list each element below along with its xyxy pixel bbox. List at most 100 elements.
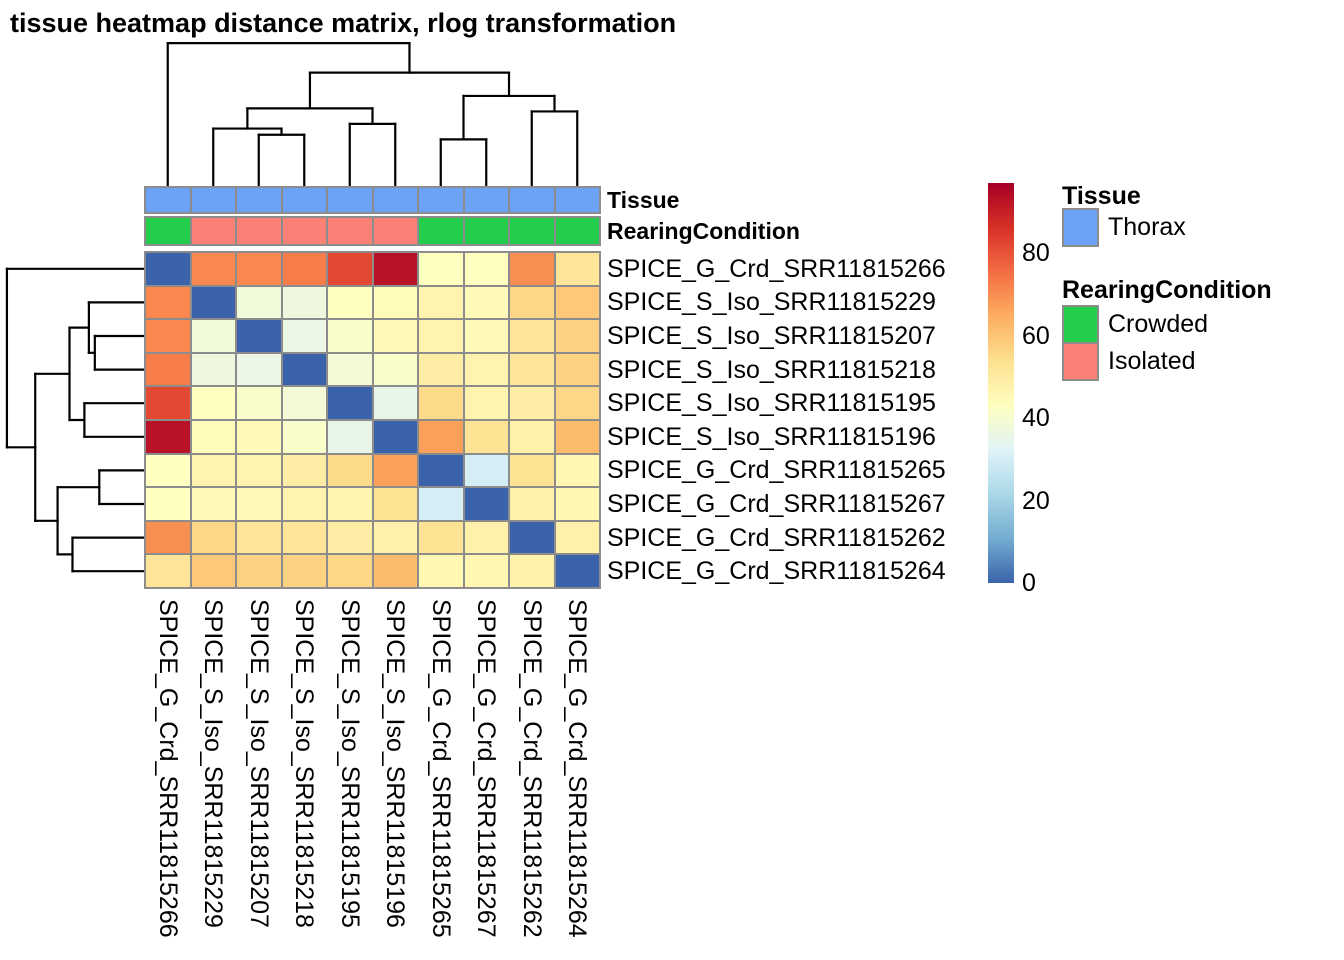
row-label: SPICE_S_Iso_SRR11815229 — [607, 288, 936, 317]
column-label: SPICE_G_Crd_SRR11815262 — [517, 599, 546, 938]
heatmap-cell — [418, 419, 464, 454]
heatmap-cell — [236, 453, 282, 488]
colorbar-tick-label: 20 — [1022, 486, 1050, 515]
heatmap-cell — [236, 319, 282, 353]
annotation-cell-isolated — [190, 217, 236, 245]
colorbar-tick-label: 80 — [1022, 239, 1050, 268]
heatmap-cell — [554, 554, 600, 588]
row-label: SPICE_G_Crd_SRR11815264 — [607, 557, 946, 586]
column-label: SPICE_S_Iso_SRR11815195 — [335, 599, 364, 928]
heatmap-cell — [372, 487, 418, 521]
heatmap-cell — [554, 520, 600, 555]
column-label: SPICE_S_Iso_SRR11815196 — [381, 599, 410, 928]
row-label: SPICE_G_Crd_SRR11815267 — [607, 490, 946, 518]
heatmap-cell — [509, 520, 555, 555]
annotation-cell-thorax — [509, 187, 555, 213]
annotation-cell-crowded — [463, 217, 509, 245]
heatmap-cell — [236, 252, 282, 286]
heatmap-cell — [327, 453, 373, 488]
heatmap-cell — [509, 352, 555, 387]
heatmap-cell — [418, 285, 464, 320]
heatmap-cell — [145, 453, 191, 488]
heatmap-cell — [327, 352, 373, 387]
heatmap-cell — [554, 386, 600, 420]
heatmap-cell — [145, 487, 191, 521]
heatmap-cell — [509, 554, 555, 588]
heatmap-cell — [190, 419, 236, 454]
annotation-cell-thorax — [236, 187, 282, 213]
heatmap-cell — [190, 386, 236, 420]
heatmap-cell — [327, 319, 373, 353]
row-label: SPICE_G_Crd_SRR11815265 — [607, 456, 946, 485]
legend-tissue-title: Tissue — [1062, 182, 1141, 210]
heatmap-cell — [372, 285, 418, 320]
heatmap-cell — [236, 419, 282, 454]
heatmap-cell — [463, 487, 509, 521]
heatmap-cell — [418, 352, 464, 387]
heatmap-cell — [190, 554, 236, 588]
heatmap-cell — [463, 252, 509, 286]
heatmap-cell — [327, 285, 373, 320]
annotation-cell-isolated — [281, 217, 327, 245]
row-label: SPICE_S_Iso_SRR11815207 — [607, 322, 936, 350]
annotation-cell-thorax — [190, 187, 236, 213]
heatmap-cell — [327, 487, 373, 521]
heatmap-cell — [281, 520, 327, 555]
annotation-cell-thorax — [327, 187, 373, 213]
column-label: SPICE_S_Iso_SRR11815218 — [290, 599, 319, 928]
heatmap-cell — [145, 554, 191, 588]
heatmap-cell — [509, 252, 555, 286]
annotation-cell-crowded — [509, 217, 555, 245]
heatmap-cell — [418, 487, 464, 521]
heatmap-grid — [144, 251, 601, 589]
heatmap-cell — [372, 386, 418, 420]
heatmap-cell — [418, 453, 464, 488]
colorbar-tick-label: 40 — [1022, 404, 1050, 433]
heatmap-cell — [236, 520, 282, 555]
annotation-cell-crowded — [145, 217, 191, 245]
annotation-cell-isolated — [327, 217, 373, 245]
heatmap-cell — [372, 453, 418, 488]
heatmap-cell — [463, 419, 509, 454]
heatmap-cell — [145, 520, 191, 555]
heatmap-cell — [509, 285, 555, 320]
tissue-annotation-bar — [144, 186, 601, 214]
heatmap-cell — [509, 487, 555, 521]
heatmap-cell — [190, 252, 236, 286]
heatmap-cell — [327, 386, 373, 420]
heatmap-cell — [190, 520, 236, 555]
heatmap-cell — [145, 252, 191, 286]
row-label: SPICE_G_Crd_SRR11815266 — [607, 254, 946, 283]
legend-item-label: Crowded — [1108, 310, 1209, 338]
heatmap-cell — [372, 252, 418, 286]
heatmap-cell — [509, 419, 555, 454]
heatmap-cell — [281, 554, 327, 588]
heatmap-cell — [372, 352, 418, 387]
legend-swatch-isolated — [1062, 342, 1099, 381]
heatmap-cell — [190, 453, 236, 488]
heatmap-cell — [509, 319, 555, 353]
heatmap-cell — [281, 319, 327, 353]
heatmap-cell — [236, 386, 282, 420]
column-label: SPICE_S_Iso_SRR11815207 — [244, 599, 273, 928]
annotation-cell-thorax — [554, 187, 600, 213]
column-label: SPICE_G_Crd_SRR11815264 — [563, 599, 592, 938]
heatmap-cell — [145, 386, 191, 420]
heatmap-cell — [236, 285, 282, 320]
annotation-cell-crowded — [554, 217, 600, 245]
row-label: SPICE_S_Iso_SRR11815195 — [607, 389, 936, 418]
heatmap-cell — [281, 453, 327, 488]
row-label: SPICE_S_Iso_SRR11815196 — [607, 422, 936, 451]
heatmap-cell — [418, 386, 464, 420]
heatmap-cell — [236, 487, 282, 521]
heatmap-cell — [327, 554, 373, 588]
heatmap-cell — [327, 419, 373, 454]
colorbar-tick-label: 0 — [1022, 569, 1036, 597]
heatmap-cell — [554, 352, 600, 387]
heatmap-cell — [372, 554, 418, 588]
heatmap-cell — [327, 252, 373, 286]
heatmap-cell — [145, 319, 191, 353]
legend-item-label: Thorax — [1108, 213, 1186, 241]
heatmap-cell — [281, 285, 327, 320]
